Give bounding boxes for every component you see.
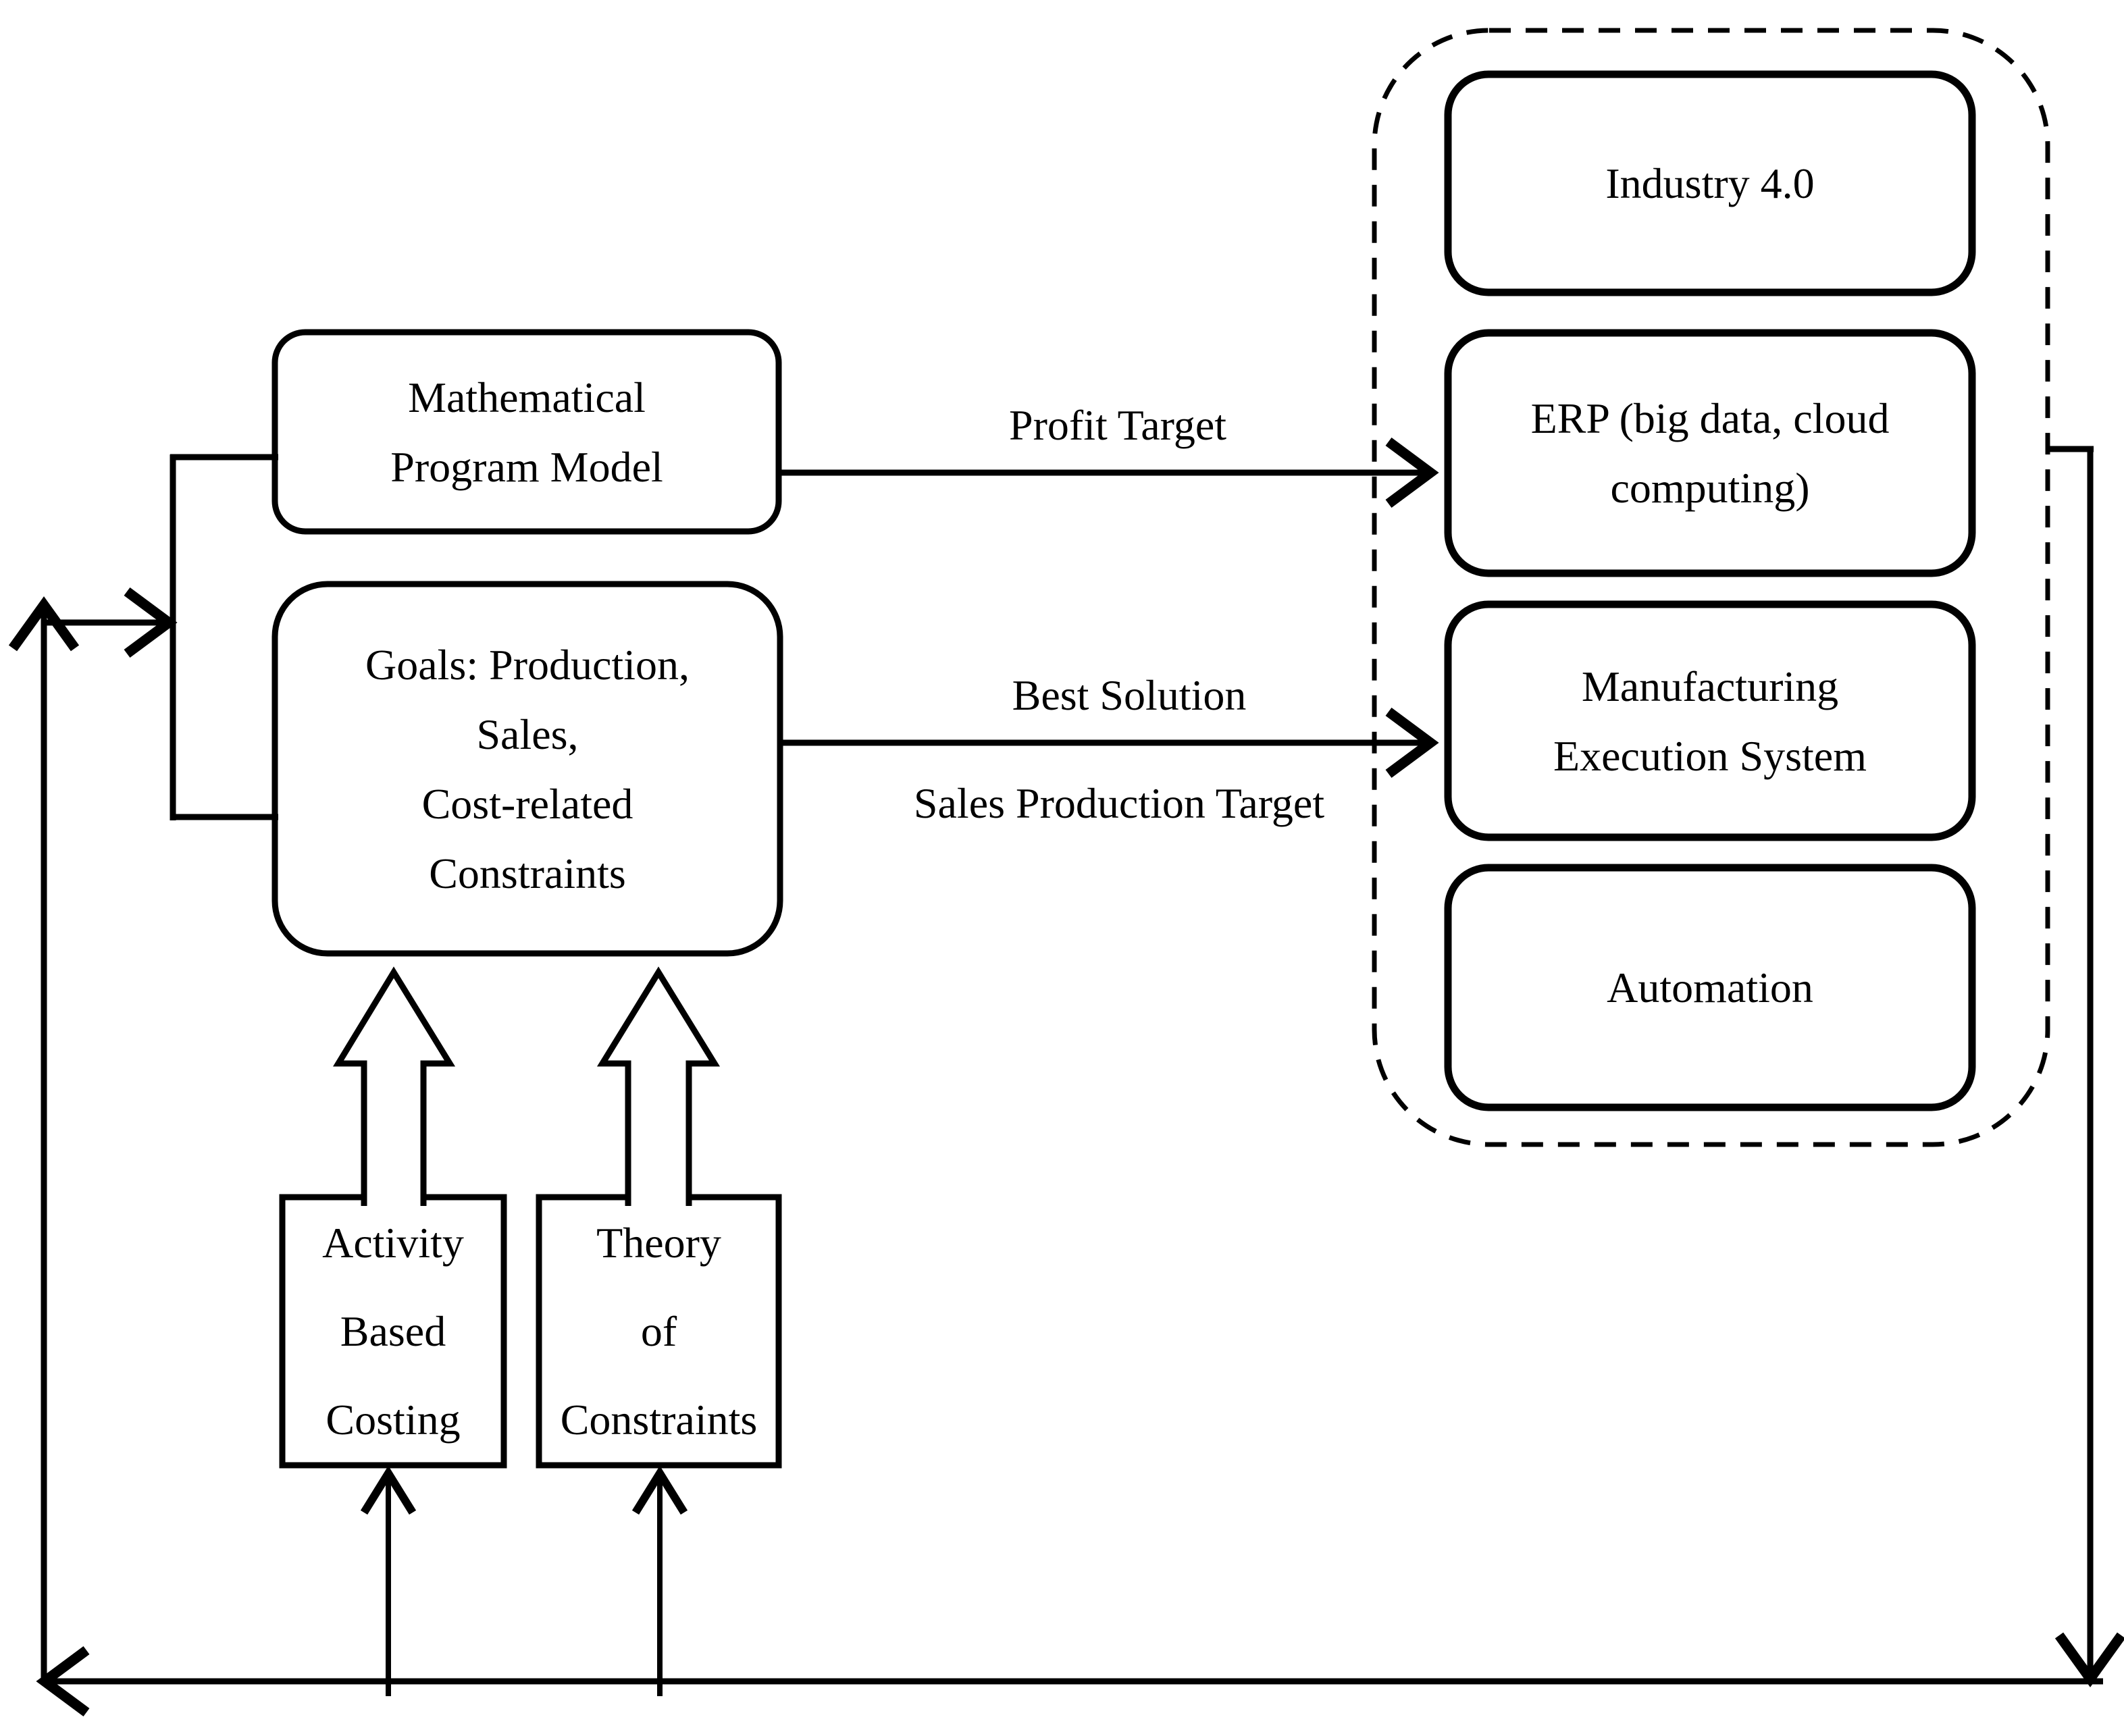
label-line: ERP (big data, cloud bbox=[1530, 394, 1890, 442]
label-line: Industry 4.0 bbox=[1605, 159, 1815, 207]
label-line: Automation bbox=[1607, 964, 1813, 1011]
label-line: Activity bbox=[322, 1219, 464, 1267]
industry-40-label: Industry 4.0 bbox=[1448, 74, 1972, 292]
feedback-bottom-left-arrowhead bbox=[36, 1646, 90, 1717]
abc-input-arrowhead bbox=[360, 1465, 417, 1515]
label-line: of bbox=[640, 1307, 677, 1355]
automation-box bbox=[1444, 864, 1976, 1111]
label-line: Manufacturing bbox=[1581, 662, 1839, 710]
toc-block-arrow bbox=[596, 966, 721, 1206]
profit-target-arrowhead bbox=[1385, 437, 1439, 508]
feedback-left-up-arrowhead bbox=[8, 596, 80, 652]
label-line: Constraints bbox=[429, 849, 626, 897]
industry-40-box bbox=[1444, 70, 1976, 296]
label-line: Theory bbox=[596, 1219, 721, 1267]
label-line: Goals: Production, bbox=[365, 640, 690, 689]
goals-label: Goals: Production, Sales, Cost-related C… bbox=[275, 584, 780, 953]
label-line: Program Model bbox=[390, 442, 663, 491]
abc-block-arrow bbox=[333, 966, 456, 1206]
goals-box bbox=[271, 581, 783, 957]
erp-box bbox=[1444, 329, 1976, 577]
label-line: Costing bbox=[326, 1396, 461, 1444]
theory-of-constraints-label: Theory of Constraints bbox=[539, 1197, 779, 1465]
label-line: Based bbox=[340, 1307, 446, 1355]
label-line: Cost-related bbox=[421, 779, 633, 828]
feedback-left-right-arrowhead bbox=[124, 587, 178, 658]
activity-based-costing-label: Activity Based Costing bbox=[282, 1197, 504, 1465]
math-model-label: Mathematical Program Model bbox=[275, 332, 779, 531]
mes-box bbox=[1444, 600, 1976, 841]
erp-label: ERP (big data, cloud computing) bbox=[1448, 333, 1972, 573]
label-line: Sales, bbox=[476, 710, 579, 758]
best-solution-arrowhead bbox=[1385, 707, 1439, 779]
profit-target-edge-label: Profit Target bbox=[1009, 401, 1226, 449]
automation-label: Automation bbox=[1448, 868, 1972, 1107]
label-line: Constraints bbox=[560, 1396, 758, 1444]
label-line: Execution System bbox=[1553, 731, 1867, 780]
label-line: Mathematical bbox=[408, 373, 646, 421]
best-solution-edge-label: Best Solution bbox=[1012, 671, 1247, 719]
math-model-box bbox=[271, 329, 782, 535]
sales-production-target-edge-label: Sales Production Target bbox=[913, 779, 1325, 827]
toc-input-arrowhead bbox=[631, 1465, 688, 1515]
mes-label: Manufacturing Execution System bbox=[1448, 604, 1972, 837]
industry40-dashed-container bbox=[1372, 28, 2050, 1147]
label-line: computing) bbox=[1610, 464, 1810, 512]
